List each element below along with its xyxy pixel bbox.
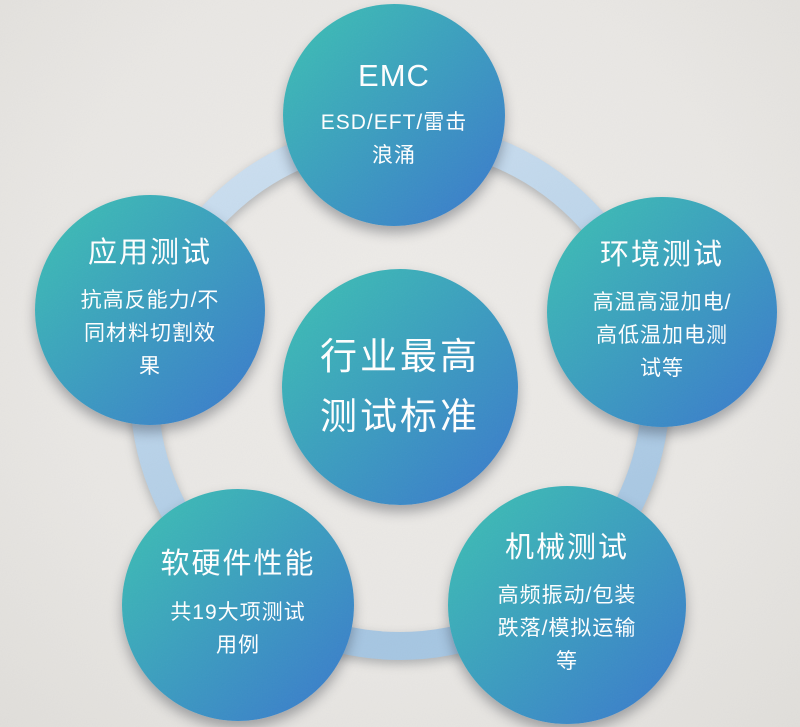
node-application-test: 应用测试 抗高反能力/不 同材料切割效 果 — [35, 195, 265, 425]
node-software-hardware-title: 软硬件性能 — [160, 548, 316, 581]
node-application-subtitle: 抗高反能力/不 同材料切割效 果 — [80, 289, 220, 379]
node-environment-test: 环境测试 高温高湿加电/ 高低温加电测 试等 — [547, 197, 777, 427]
node-mechanical-title: 机械测试 — [504, 531, 629, 564]
node-software-hardware: 软硬件性能 共19大项测试 用例 — [122, 489, 354, 721]
node-emc: EMC ESD/EFT/雷击 浪涌 — [283, 4, 505, 226]
node-software-hardware-subtitle: 共19大项测试 用例 — [170, 600, 306, 657]
node-emc-subtitle: ESD/EFT/雷击 浪涌 — [320, 111, 468, 168]
node-center-standard: 行业最高 测试标准 — [282, 269, 518, 505]
node-center-title: 行业最高 测试标准 — [320, 336, 480, 437]
node-environment-subtitle: 高温高湿加电/ 高低温加电测 试等 — [592, 291, 732, 381]
node-application-title: 应用测试 — [87, 236, 212, 269]
node-emc-title: EMC — [358, 57, 430, 93]
node-environment-title: 环境测试 — [599, 238, 724, 271]
node-mechanical-subtitle: 高频振动/包装 跌落/模拟运输 等 — [497, 584, 637, 674]
node-mechanical-test: 机械测试 高频振动/包装 跌落/模拟运输 等 — [448, 486, 686, 724]
